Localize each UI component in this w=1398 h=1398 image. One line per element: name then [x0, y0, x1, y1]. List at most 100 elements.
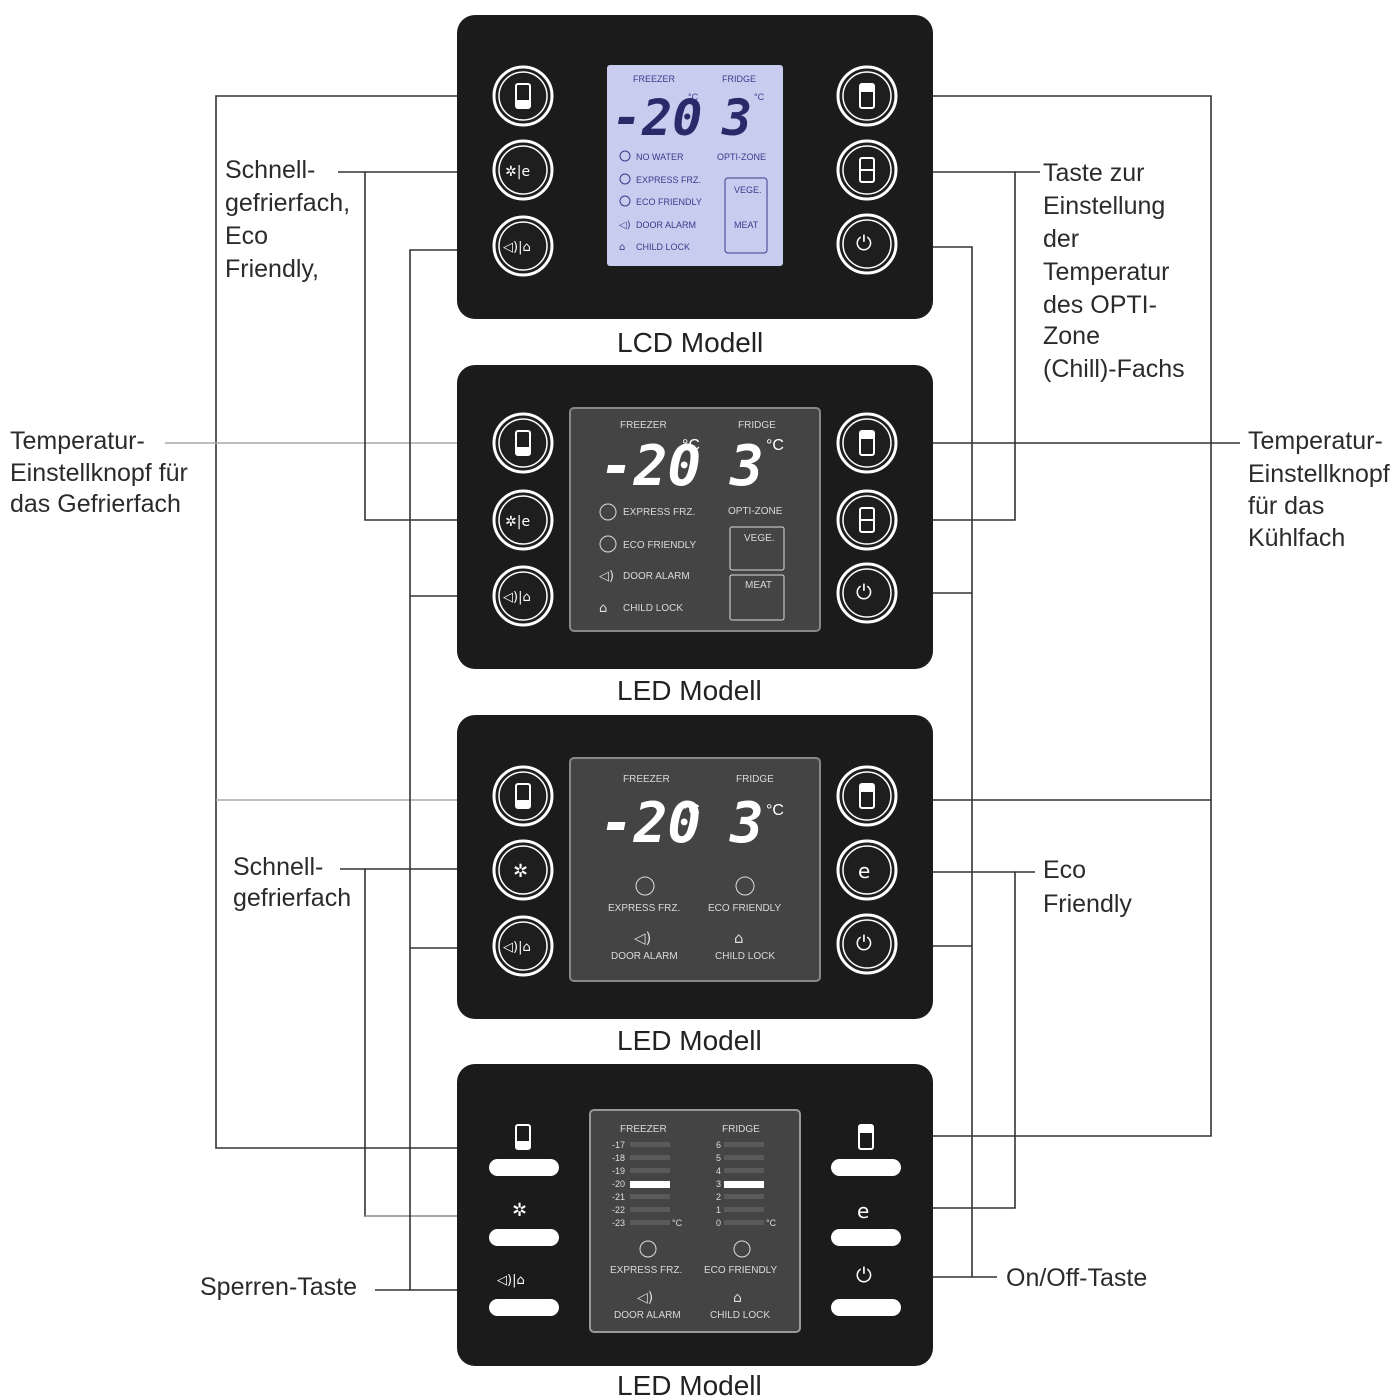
- express-eco-button[interactable]: ✲|e: [492, 139, 554, 201]
- callout-left-mid: Schnell- gefrierfach: [233, 853, 351, 912]
- caption-led-1: LED Modell: [617, 675, 762, 706]
- svg-text:ECO FRIENDLY: ECO FRIENDLY: [708, 903, 781, 914]
- fridge-temp-button[interactable]: [836, 765, 898, 827]
- fridge-scale-label: 6: [716, 1140, 721, 1150]
- svg-text:◁): ◁): [599, 569, 614, 584]
- svg-text:Eco: Eco: [1043, 856, 1086, 884]
- svg-text:EXPRESS FRZ.: EXPRESS FRZ.: [610, 1265, 682, 1276]
- callout-lock: Sperren-Taste: [200, 1273, 357, 1301]
- fridge-temp-button[interactable]: [831, 1124, 901, 1176]
- meat-label: MEAT: [734, 220, 759, 230]
- svg-text:⌂: ⌂: [619, 242, 625, 253]
- freezer-temp-button[interactable]: [492, 65, 554, 127]
- callout-onoff: On/Off-Taste: [1006, 1264, 1147, 1292]
- panel-led-1: ✲|e ◁)|⌂ ⏻ FREEZER FRIDGE -20 3 °C °C EX…: [457, 365, 933, 706]
- callout-right-top: Taste zur Einstellung der Temperatur des…: [1043, 159, 1185, 383]
- svg-text:◁): ◁): [634, 929, 651, 947]
- svg-text:°C: °C: [766, 802, 784, 819]
- fridge-scale-bar: [724, 1155, 764, 1160]
- snowflake-icon: ✲: [512, 1200, 527, 1221]
- svg-text:CHILD LOCK: CHILD LOCK: [715, 951, 775, 962]
- svg-text:°C: °C: [766, 1218, 777, 1228]
- callout-left-top: Schnell- gefrierfach, Eco Friendly,: [225, 156, 350, 283]
- svg-text:CHILD LOCK: CHILD LOCK: [623, 603, 683, 614]
- svg-text:FRIDGE: FRIDGE: [736, 774, 774, 785]
- eco-icon: e: [858, 859, 870, 883]
- freezer-scale-label: -17: [612, 1140, 625, 1150]
- power-button[interactable]: ⏻: [836, 562, 898, 624]
- eco-button[interactable]: e: [836, 839, 898, 901]
- svg-text:FRIDGE: FRIDGE: [722, 1124, 760, 1135]
- express-eco-button[interactable]: ✲|e: [492, 489, 554, 551]
- svg-text:⌂: ⌂: [599, 601, 607, 616]
- svg-text:◁)|⌂: ◁)|⌂: [497, 1273, 525, 1288]
- ind-door-alarm: DOOR ALARM: [636, 220, 696, 230]
- alarm-lock-button[interactable]: ◁)|⌂: [492, 565, 554, 627]
- fridge-scale-label: 4: [716, 1166, 721, 1176]
- svg-text:Taste zur: Taste zur: [1043, 159, 1144, 187]
- callout-left-freezer: Temperatur- Einstellknopf für das Gefrie…: [10, 427, 188, 518]
- svg-text:3: 3: [729, 791, 764, 856]
- svg-text:Kühlfach: Kühlfach: [1248, 524, 1345, 552]
- fridge-scale-bar: [724, 1220, 764, 1225]
- svg-text:DOOR ALARM: DOOR ALARM: [614, 1310, 681, 1321]
- power-button[interactable]: ⏻: [836, 213, 898, 275]
- alarm-lock-button[interactable]: ◁)|⌂: [492, 215, 554, 277]
- express-freeze-button[interactable]: ✲: [492, 839, 554, 901]
- svg-text:°C: °C: [754, 92, 765, 102]
- svg-text:◁): ◁): [619, 220, 631, 231]
- caption-led-3: LED Modell: [617, 1370, 762, 1398]
- svg-text:FRIDGE: FRIDGE: [738, 420, 776, 431]
- panel-led-3: ✲ ◁)|⌂ e ⏻ FREEZER FRIDGE -17-18-19-20-2…: [457, 1064, 933, 1398]
- svg-text:◁)|⌂: ◁)|⌂: [503, 240, 531, 255]
- vege-label: VEGE.: [734, 185, 762, 195]
- svg-text:EXPRESS FRZ.: EXPRESS FRZ.: [623, 507, 695, 518]
- svg-text:3: 3: [729, 434, 764, 499]
- svg-text:Zone: Zone: [1043, 322, 1100, 350]
- freezer-scale-label: -21: [612, 1192, 625, 1202]
- fridge-scale-label: 5: [716, 1153, 721, 1163]
- svg-text:◁): ◁): [637, 1290, 653, 1306]
- svg-text:✲|e: ✲|e: [505, 164, 530, 180]
- opti-zone-button[interactable]: [836, 139, 898, 201]
- ind-no-water: NO WATER: [636, 152, 684, 162]
- fridge-scale-bar: [724, 1181, 764, 1188]
- fridge-scale-bar: [724, 1142, 764, 1147]
- fridge-temp-button[interactable]: [836, 412, 898, 474]
- ind-eco: ECO FRIENDLY: [636, 197, 702, 207]
- svg-text:für das: für das: [1248, 492, 1324, 520]
- power-icon: ⏻: [856, 231, 872, 255]
- svg-text:des OPTI-: des OPTI-: [1043, 291, 1157, 319]
- svg-text:ECO FRIENDLY: ECO FRIENDLY: [623, 540, 696, 551]
- alarm-lock-button[interactable]: ◁)|⌂: [492, 915, 554, 977]
- svg-text:°C: °C: [682, 802, 700, 819]
- svg-text:Einstellknopf: Einstellknopf: [1248, 460, 1390, 488]
- freezer-scale-bar: [630, 1220, 670, 1225]
- power-button[interactable]: ⏻: [836, 913, 898, 975]
- freezer-scale-label: -19: [612, 1166, 625, 1176]
- fridge-scale-label: 0: [716, 1218, 721, 1228]
- freezer-temp-button[interactable]: [492, 765, 554, 827]
- freezer-scale-label: -18: [612, 1153, 625, 1163]
- caption-lcd: LCD Modell: [617, 327, 763, 358]
- freezer-temp-button[interactable]: [492, 412, 554, 474]
- svg-text:Friendly,: Friendly,: [225, 255, 319, 283]
- svg-text:FREEZER: FREEZER: [623, 774, 670, 785]
- svg-text:DOOR ALARM: DOOR ALARM: [623, 571, 690, 582]
- eco-button[interactable]: e: [831, 1199, 901, 1246]
- alarm-lock-button[interactable]: ◁)|⌂: [489, 1273, 559, 1316]
- freezer-temp-button[interactable]: [489, 1124, 559, 1176]
- svg-text:CHILD LOCK: CHILD LOCK: [710, 1310, 770, 1321]
- svg-text:✲|e: ✲|e: [505, 514, 530, 530]
- freezer-scale-bar: [630, 1181, 670, 1188]
- freezer-scale-bar: [630, 1207, 670, 1212]
- svg-text:gefrierfach,: gefrierfach,: [225, 189, 350, 217]
- fridge-temp-button[interactable]: [836, 65, 898, 127]
- opti-zone-button[interactable]: [836, 489, 898, 551]
- express-freeze-button[interactable]: ✲: [489, 1200, 559, 1246]
- freezer-scale-label: -20: [612, 1179, 625, 1189]
- freezer-scale-bar: [630, 1168, 670, 1173]
- fridge-scale-bar: [724, 1168, 764, 1173]
- power-button[interactable]: ⏻: [831, 1263, 901, 1316]
